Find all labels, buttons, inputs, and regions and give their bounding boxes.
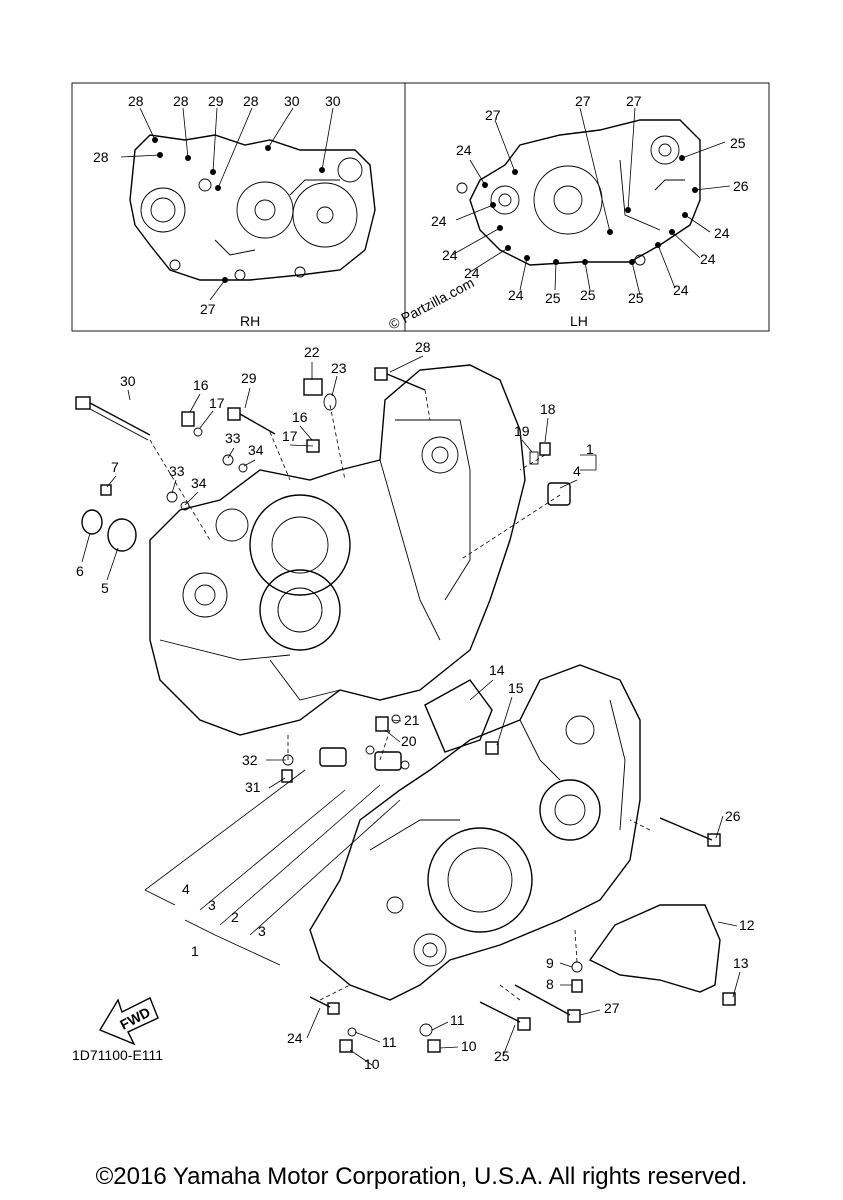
callout: 11 (382, 1034, 397, 1050)
right-crankcase-half (149, 364, 526, 736)
callout: 18 (540, 401, 556, 417)
callout: 26 (733, 178, 749, 194)
callout: 27 (485, 107, 501, 123)
callout: 6 (76, 563, 84, 579)
callout: 28 (93, 149, 109, 165)
callout: 10 (364, 1056, 380, 1072)
callout: 24 (700, 251, 716, 267)
group-lines (144, 389, 651, 1001)
callout: 23 (331, 360, 347, 376)
long-bolt-30 (75, 396, 151, 441)
lh-label: LH (570, 313, 588, 329)
small-fasteners (81, 378, 736, 1053)
callout: 32 (242, 752, 258, 768)
callout: 2 (231, 909, 239, 925)
callout: 31 (245, 779, 261, 795)
callout: 11 (450, 1012, 465, 1028)
callout: 17 (209, 395, 225, 411)
inset-frame (71, 82, 770, 332)
callout: 3 (208, 897, 216, 913)
callout: 27 (604, 1000, 620, 1016)
callout: 8 (546, 976, 554, 992)
bolt-24 (309, 996, 340, 1015)
callout: 28 (173, 93, 189, 109)
callout: 26 (725, 808, 741, 824)
callout: 24 (442, 247, 458, 263)
callout: 27 (200, 301, 216, 317)
callout: 34 (248, 442, 264, 458)
callout: 33 (225, 430, 241, 446)
callout: 28 (415, 339, 431, 355)
callout: 14 (489, 662, 505, 678)
callout: 33 (169, 463, 185, 479)
callout: 29 (241, 370, 257, 386)
callout: 24 (714, 225, 730, 241)
long-bolt-28 (374, 367, 426, 391)
callout: 28 (243, 93, 259, 109)
callout: 24 (456, 142, 472, 158)
callout: 25 (628, 290, 644, 306)
watermark: © Partzilla.com (386, 274, 477, 332)
callout: 19 (514, 423, 530, 439)
callout: 7 (111, 459, 119, 475)
callout: 25 (580, 287, 596, 303)
callout: 25 (545, 290, 561, 306)
callout: 15 (508, 680, 524, 696)
long-bolt-29 (227, 407, 276, 435)
lh-case-view (451, 107, 731, 296)
callout: 4 (573, 463, 581, 479)
callout: 28 (128, 93, 144, 109)
fwd-arrow-icon: FWD (98, 997, 159, 1046)
callout: 30 (284, 93, 300, 109)
left-crankcase-half (309, 664, 641, 1001)
callout: 27 (626, 93, 642, 109)
callout: 10 (461, 1038, 477, 1054)
callout: 24 (287, 1030, 303, 1046)
inset-callouts: 28 28 28 29 28 30 30 27 RH 27 27 27 25 2… (93, 93, 749, 333)
callout: 21 (404, 712, 420, 728)
callout: 12 (739, 917, 755, 933)
main-leader-lines (81, 355, 741, 1066)
callout: 25 (730, 135, 746, 151)
callout: 17 (282, 428, 298, 444)
rh-label: RH (240, 313, 260, 329)
callout: 4 (182, 881, 190, 897)
callout: 13 (733, 955, 749, 971)
callout: 29 (208, 93, 224, 109)
callout: 34 (191, 475, 207, 491)
callout: 27 (575, 93, 591, 109)
callout: 24 (508, 287, 524, 303)
callout: 30 (325, 93, 341, 109)
callout: 16 (292, 409, 308, 425)
long-bolt-25 (479, 1001, 531, 1031)
callout: 24 (464, 265, 480, 281)
long-bolt-27 (514, 984, 581, 1023)
callout: 24 (673, 282, 689, 298)
copyright-footer: ©2016 Yamaha Motor Corporation, U.S.A. A… (95, 1163, 748, 1190)
callout: 20 (401, 733, 417, 749)
rh-case-view (120, 107, 376, 301)
callout: 9 (546, 955, 554, 971)
callout: 16 (193, 377, 209, 393)
callout: 25 (494, 1048, 510, 1064)
callout: 30 (120, 373, 136, 389)
callout: 1 (191, 943, 199, 959)
long-bolt-26 (659, 817, 721, 847)
callout: 24 (431, 213, 447, 229)
callout: 3 (258, 923, 266, 939)
callout: 1 (586, 441, 594, 457)
callout: 22 (304, 344, 320, 360)
diagram-code: 1D71100-E111 (72, 1047, 163, 1063)
main-callouts: 30 16 17 29 22 23 28 18 19 1 4 16 17 33 … (76, 339, 755, 1072)
callout: 5 (101, 580, 109, 596)
